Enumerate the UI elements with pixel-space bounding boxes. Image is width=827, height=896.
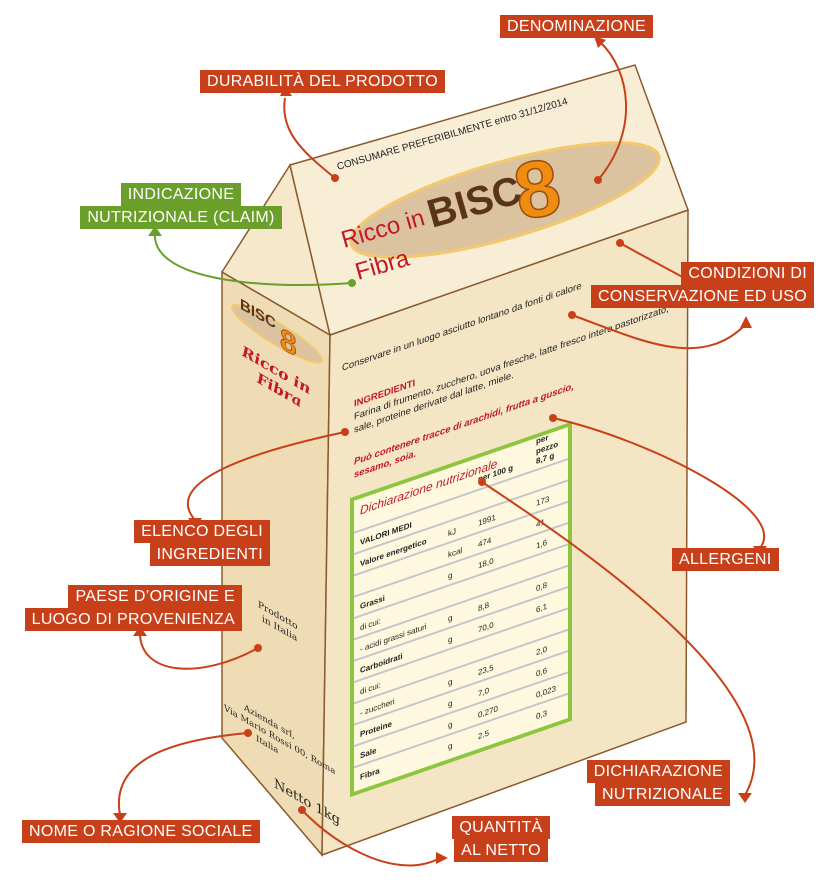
label-dichiarazione-line1: DICHIARAZIONE bbox=[586, 760, 730, 783]
claim-connector bbox=[153, 231, 353, 287]
value-per-piece: 0,3 bbox=[536, 708, 548, 721]
table-divider bbox=[354, 500, 568, 577]
side-logo-ellipse bbox=[231, 303, 323, 364]
label-quantita-line2: AL NETTO bbox=[454, 839, 548, 862]
nutrient-unit: g bbox=[448, 698, 453, 708]
side-brand-number: 8 bbox=[280, 321, 297, 364]
label-claim-line2: NUTRIZIONALE (CLAIM) bbox=[80, 206, 282, 229]
value-per-piece: 1,6 bbox=[536, 538, 548, 551]
table-divider bbox=[354, 479, 568, 556]
value-per-piece: 2,0 bbox=[536, 644, 548, 657]
label-origine: PAESE D’ORIGINE E LUOGO DI PROVENIENZA bbox=[20, 585, 242, 631]
table-divider bbox=[354, 692, 568, 769]
label-conservazione: CONDIZIONI DI CONSERVAZIONE ED USO bbox=[580, 262, 814, 308]
label-ingredienti-line2: INGREDIENTI bbox=[149, 543, 270, 566]
table-divider bbox=[354, 650, 568, 726]
value-per-100g: 2.5 bbox=[478, 728, 490, 741]
nutrient-unit: g bbox=[448, 677, 453, 687]
value-per-100g: 8,8 bbox=[478, 600, 490, 613]
table-divider bbox=[354, 458, 568, 534]
connector-dots bbox=[244, 174, 624, 814]
claim-arrowhead bbox=[148, 226, 162, 236]
nutrient-unit: kJ bbox=[448, 527, 456, 538]
label-dichiarazione-line2: NUTRIZIONALE bbox=[595, 783, 730, 806]
table-divider bbox=[354, 607, 568, 684]
table-divider bbox=[354, 564, 568, 641]
value-per-100g: 7,0 bbox=[478, 686, 490, 699]
label-denominazione: DENOMINAZIONE bbox=[500, 15, 654, 38]
label-claim-line1: INDICAZIONE bbox=[120, 183, 242, 206]
value-per-piece: 6,1 bbox=[536, 602, 548, 615]
label-durabilita: DURABILITÀ DEL PRODOTTO bbox=[200, 70, 445, 93]
table-divider bbox=[354, 628, 568, 705]
table-divider bbox=[354, 586, 568, 662]
label-quantita-line1: QUANTITÀ bbox=[452, 816, 550, 839]
label-ingredienti: ELENCO DEGLI INGREDIENTI bbox=[130, 520, 270, 566]
table-divider bbox=[354, 522, 568, 598]
nutrient-unit: g bbox=[448, 720, 453, 730]
nutrient-unit: g bbox=[448, 570, 453, 580]
label-origine-line1: PAESE D’ORIGINE E bbox=[68, 585, 242, 608]
value-per-piece: 0,8 bbox=[536, 580, 548, 593]
nutrient-unit: g bbox=[448, 613, 453, 623]
label-conservazione-line1: CONDIZIONI DI bbox=[681, 262, 814, 285]
table-divider bbox=[354, 671, 568, 748]
nutrient-unit: g bbox=[448, 634, 453, 644]
label-quantita: QUANTITÀ AL NETTO bbox=[440, 816, 562, 862]
label-nome: NOME O RAGIONE SOCIALE bbox=[22, 820, 260, 843]
logo-ellipse bbox=[349, 141, 661, 259]
label-claim: INDICAZIONE NUTRIZIONALE (CLAIM) bbox=[70, 183, 292, 229]
claim-dot bbox=[348, 279, 356, 287]
value-per-piece: 0,6 bbox=[536, 666, 548, 679]
label-dichiarazione: DICHIARAZIONE NUTRIZIONALE bbox=[560, 760, 730, 806]
label-conservazione-line2: CONSERVAZIONE ED USO bbox=[591, 285, 814, 308]
label-origine-line2: LUOGO DI PROVENIENZA bbox=[24, 608, 242, 631]
value-per-piece: 41 bbox=[536, 517, 545, 529]
table-divider bbox=[354, 543, 568, 620]
label-ingredienti-line1: ELENCO DEGLI bbox=[134, 520, 270, 543]
label-allergeni: ALLERGENI bbox=[672, 548, 779, 571]
nutrient-unit: g bbox=[448, 741, 453, 751]
